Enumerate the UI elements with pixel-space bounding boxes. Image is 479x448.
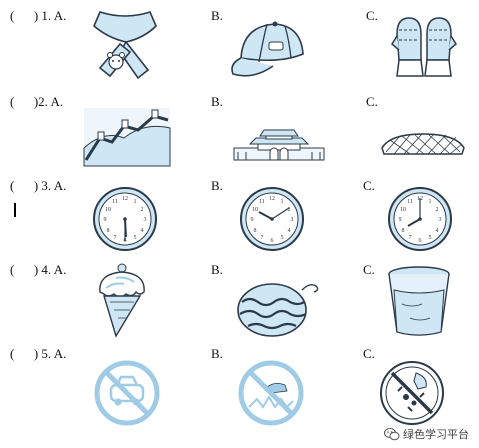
question-number: ( ) 5. A. — [10, 346, 67, 361]
svg-text:10: 10 — [252, 207, 258, 213]
option-b-label: B. — [211, 8, 223, 23]
glass-of-water-icon[interactable] — [386, 264, 452, 338]
svg-text:3: 3 — [439, 217, 442, 223]
cap-icon[interactable] — [229, 18, 309, 86]
question-number: ( ) 4. A. — [10, 262, 67, 277]
svg-text:5: 5 — [281, 235, 284, 241]
svg-text:8: 8 — [402, 228, 405, 234]
svg-text:8: 8 — [254, 228, 257, 234]
birds-nest-stadium-icon[interactable] — [380, 130, 466, 156]
svg-text:2: 2 — [141, 207, 144, 213]
gloves-icon[interactable] — [391, 14, 457, 80]
ice-cream-icon[interactable] — [94, 262, 150, 338]
watermelon-icon[interactable] — [236, 276, 328, 338]
option-c-label: C. — [363, 346, 375, 361]
svg-text:10: 10 — [400, 207, 406, 213]
svg-text:3: 3 — [291, 217, 294, 223]
no-walking-on-grass-sign-icon[interactable] — [238, 360, 304, 426]
svg-text:9: 9 — [251, 217, 254, 223]
svg-text:1: 1 — [134, 199, 137, 205]
question-number: ( )2. A. — [10, 94, 64, 109]
svg-text:4: 4 — [288, 228, 291, 234]
option-c-label: C. — [363, 262, 375, 277]
svg-text:10: 10 — [105, 207, 111, 213]
text-cursor — [14, 203, 16, 217]
option-c-label: C. — [366, 8, 378, 23]
svg-text:11: 11 — [112, 199, 118, 205]
svg-text:11: 11 — [407, 199, 413, 205]
svg-text:4: 4 — [141, 228, 144, 234]
svg-text:1: 1 — [429, 199, 432, 205]
option-b-label: B. — [211, 346, 223, 361]
svg-text:9: 9 — [399, 217, 402, 223]
question-number: ( ) 1. A. — [10, 8, 67, 23]
svg-text:9: 9 — [104, 217, 107, 223]
svg-text:7: 7 — [261, 235, 264, 241]
svg-text:2: 2 — [288, 207, 291, 213]
watermark-text: 绿色学习平台 — [403, 428, 469, 441]
option-b-label: B. — [211, 94, 223, 109]
svg-text:6: 6 — [271, 238, 274, 244]
wechat-icon — [384, 427, 400, 441]
svg-text:5: 5 — [134, 235, 137, 241]
no-littering-sign-icon[interactable] — [377, 358, 447, 428]
great-wall-icon[interactable] — [83, 108, 171, 167]
svg-text:12: 12 — [122, 196, 128, 202]
no-parking-sign-icon[interactable] — [94, 360, 160, 426]
svg-text:7: 7 — [409, 235, 412, 241]
svg-text:7: 7 — [114, 235, 117, 241]
svg-text:8: 8 — [107, 228, 110, 234]
svg-text:6: 6 — [419, 238, 422, 244]
option-b-label: B. — [211, 262, 223, 277]
watermark: 绿色学习平台 — [384, 426, 469, 442]
svg-text:11: 11 — [259, 199, 265, 205]
svg-text:1: 1 — [281, 199, 284, 205]
scarf-icon[interactable] — [86, 8, 164, 80]
option-c-label: C. — [366, 94, 378, 109]
svg-text:5: 5 — [429, 235, 432, 241]
tiananmen-icon[interactable] — [233, 122, 325, 162]
question-number: ( ) 3. A. — [10, 178, 67, 193]
svg-text:2: 2 — [436, 207, 439, 213]
svg-text:12: 12 — [269, 196, 275, 202]
svg-text:3: 3 — [144, 217, 147, 223]
option-c-label: C. — [363, 178, 375, 193]
svg-text:4: 4 — [436, 228, 439, 234]
option-b-label: B. — [211, 178, 223, 193]
